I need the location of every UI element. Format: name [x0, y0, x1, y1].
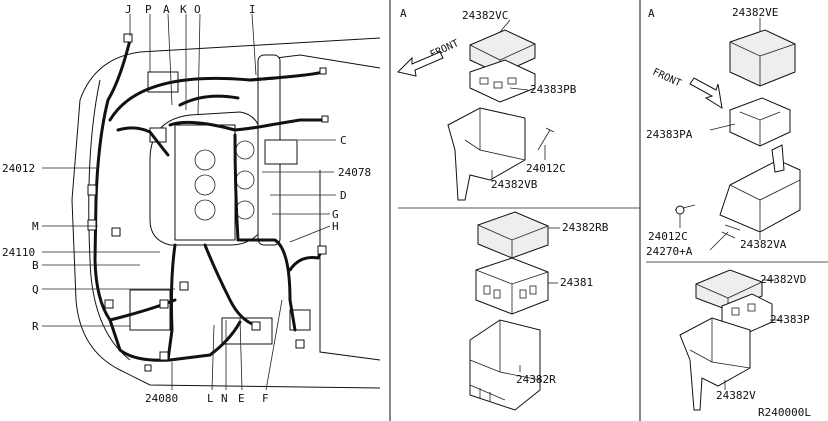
engine-block	[149, 111, 263, 246]
part-number-24110: 24110	[2, 246, 35, 259]
part-24012C-left: 24012C	[526, 162, 566, 175]
callout-K: K	[180, 3, 187, 16]
part-24382RB: 24382RB	[562, 221, 609, 234]
part-number-24080: 24080	[145, 392, 178, 405]
callout-P: P	[145, 3, 152, 16]
part-24383PB: 24383PB	[530, 83, 577, 96]
section-label-a-right: A	[648, 7, 655, 20]
callout-E: E	[238, 392, 245, 405]
callout-J: J	[125, 3, 132, 16]
part-24270A: 24270+A	[646, 245, 693, 258]
callout-A: A	[163, 3, 170, 16]
panel-fuse-block-center: 24382RB 24381 24382R	[469, 211, 609, 411]
front-arrow-left	[397, 51, 444, 77]
part-number-24012: 24012	[2, 162, 35, 175]
part-24383P: 24383P	[770, 313, 810, 326]
engine-room-outline	[71, 37, 381, 389]
part-24382VB: 24382VB	[491, 178, 538, 191]
section-label-a-left: A	[400, 7, 407, 20]
harness-connectors	[87, 33, 329, 372]
callout-G: G	[332, 208, 339, 221]
part-24382R: 24382R	[516, 373, 556, 386]
callout-O: O	[194, 3, 201, 16]
front-label-right: FRONT	[651, 67, 683, 90]
callout-Q: Q	[32, 283, 39, 296]
callout-D: D	[340, 189, 347, 202]
callout-B: B	[32, 259, 39, 272]
panel-a-fuse-block-left: A FRONT 24382VC 24383PB 24012C 24382VB	[397, 7, 577, 201]
part-24012C-right: 24012C	[648, 230, 688, 243]
panel-a-fuse-block-right: A FRONT 24382VE 24383PA 24012C 24270+A 2…	[646, 6, 801, 258]
callout-L: L	[207, 392, 214, 405]
part-24382VE: 24382VE	[732, 6, 778, 19]
part-24382VD: 24382VD	[760, 273, 806, 286]
front-arrow-right	[689, 77, 723, 110]
part-24382VA: 24382VA	[740, 238, 787, 251]
diagram-ref-code: R240000L	[758, 406, 811, 419]
callout-R: R	[32, 320, 39, 333]
part-24381: 24381	[560, 276, 593, 289]
main-callouts: J P A K O I C 24078 D G H 24012 M 24110 …	[2, 3, 371, 405]
callout-M: M	[32, 220, 39, 233]
part-number-24078: 24078	[338, 166, 371, 179]
part-24382VC: 24382VC	[462, 9, 508, 22]
callout-H: H	[332, 220, 339, 233]
callout-C: C	[340, 134, 347, 147]
callout-I: I	[249, 3, 256, 16]
part-24383PA: 24383PA	[646, 128, 693, 141]
part-24382V: 24382V	[716, 389, 756, 402]
main-harness	[93, 38, 327, 362]
callout-N: N	[221, 392, 228, 405]
callout-F: F	[262, 392, 269, 405]
panel-fuse-block-lower-right: 24382VD 24383P 24382V	[679, 269, 810, 411]
main-leader-lines	[42, 13, 336, 391]
